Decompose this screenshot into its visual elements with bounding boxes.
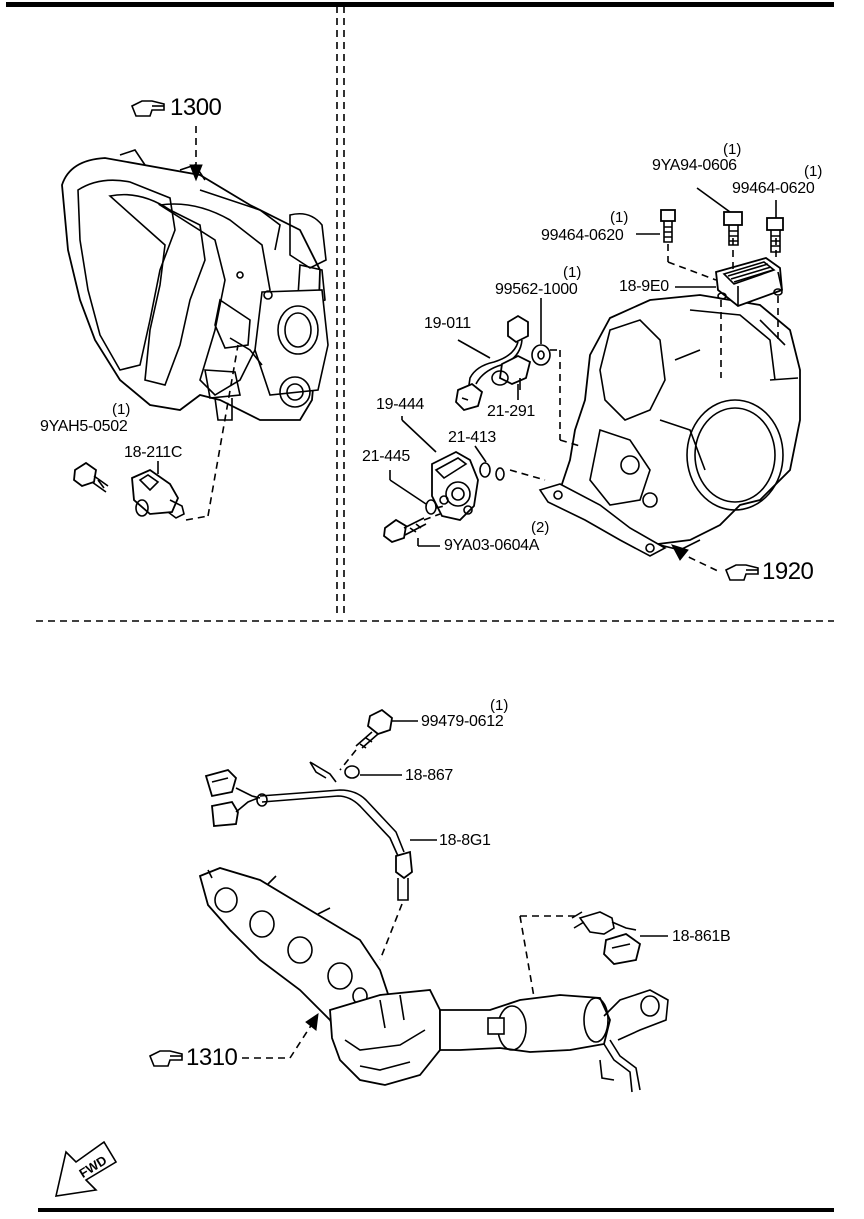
hand-pointer-icon bbox=[130, 100, 165, 117]
fwd-arrow-icon: FWD bbox=[54, 1140, 118, 1197]
bolt-99464-0620-right-illustration bbox=[766, 217, 784, 253]
bolt-9ya03-0604a-illustration bbox=[383, 517, 427, 544]
part-label-9ya94-0606[interactable]: 9YA94-0606 bbox=[652, 157, 737, 174]
tcm-module-illustration bbox=[715, 257, 783, 308]
bolt-99479-0612-illustration bbox=[355, 708, 393, 749]
bottom-border bbox=[38, 1208, 834, 1212]
speed-sensor-19-011-illustration bbox=[455, 314, 529, 412]
map-sensor-illustration bbox=[131, 468, 185, 519]
part-label-19-011[interactable]: 19-011 bbox=[424, 315, 471, 332]
part-label-21-291[interactable]: 21-291 bbox=[487, 403, 536, 420]
part-qty-99464-0620-left: (1) bbox=[610, 209, 629, 226]
part-label-99464-0620-left[interactable]: 99464-0620 bbox=[541, 227, 624, 244]
part-label-99479-0612[interactable]: 99479-0612 bbox=[421, 713, 504, 730]
bracket-18-867-illustration bbox=[309, 761, 337, 783]
part-label-99562-1000[interactable]: 99562-1000 bbox=[495, 281, 578, 298]
part-qty-9yah5-0502: (1) bbox=[112, 401, 131, 418]
exhaust-manifold-illustration bbox=[198, 867, 669, 1093]
part-qty-99464-0620-right: (1) bbox=[804, 163, 823, 180]
part-label-99464-0620-right[interactable]: 99464-0620 bbox=[732, 180, 815, 197]
part-label-18-867[interactable]: 18-867 bbox=[405, 767, 454, 784]
speed-sensor-21-291-illustration bbox=[491, 354, 532, 390]
part-label-19-444[interactable]: 19-444 bbox=[376, 396, 425, 413]
intake-manifold-illustration bbox=[61, 149, 329, 421]
bolt-9ya94-0606-illustration bbox=[723, 211, 743, 246]
part-label-9ya03-0604a[interactable]: 9YA03-0604A bbox=[444, 537, 540, 554]
part-label-18-211c[interactable]: 18-211C bbox=[124, 444, 183, 461]
part-label-9yah5-0502[interactable]: 9YAH5-0502 bbox=[40, 418, 128, 435]
part-label-21-445[interactable]: 21-445 bbox=[362, 448, 411, 465]
o-ring-21-413-illustration bbox=[479, 462, 491, 478]
top-border bbox=[6, 2, 834, 7]
section-ref-transaxle[interactable]: 1920 bbox=[762, 558, 814, 585]
part-label-18-8g1[interactable]: 18-8G1 bbox=[439, 832, 491, 849]
washer-99562-1000-illustration bbox=[531, 344, 551, 366]
bolt-99464-0620-left-illustration bbox=[660, 209, 676, 243]
hand-pointer-icon bbox=[724, 564, 759, 581]
washer-21-445-illustration bbox=[425, 499, 437, 515]
part-qty-9ya94-0606: (1) bbox=[723, 141, 742, 158]
o2-sensor-18-861b-illustration bbox=[571, 911, 642, 965]
tr-switch-illustration bbox=[431, 450, 479, 521]
part-qty-99479-0612: (1) bbox=[490, 697, 509, 714]
o2-sensor-18-8g1-illustration bbox=[204, 768, 413, 901]
part-label-18-9e0[interactable]: 18-9E0 bbox=[619, 278, 669, 295]
section-ref-intake[interactable]: 1300 bbox=[170, 94, 222, 121]
bolt-9yah5-0502-illustration bbox=[73, 461, 109, 493]
transaxle-illustration bbox=[538, 294, 801, 557]
part-qty-99562-1000: (1) bbox=[563, 264, 582, 281]
hand-pointer-icon bbox=[148, 1050, 183, 1067]
section-ref-exhaust[interactable]: 1310 bbox=[186, 1044, 238, 1071]
part-qty-9ya03-0604a: (2) bbox=[531, 519, 550, 536]
part-label-18-861b[interactable]: 18-861B bbox=[672, 928, 731, 945]
part-label-21-413[interactable]: 21-413 bbox=[448, 429, 497, 446]
